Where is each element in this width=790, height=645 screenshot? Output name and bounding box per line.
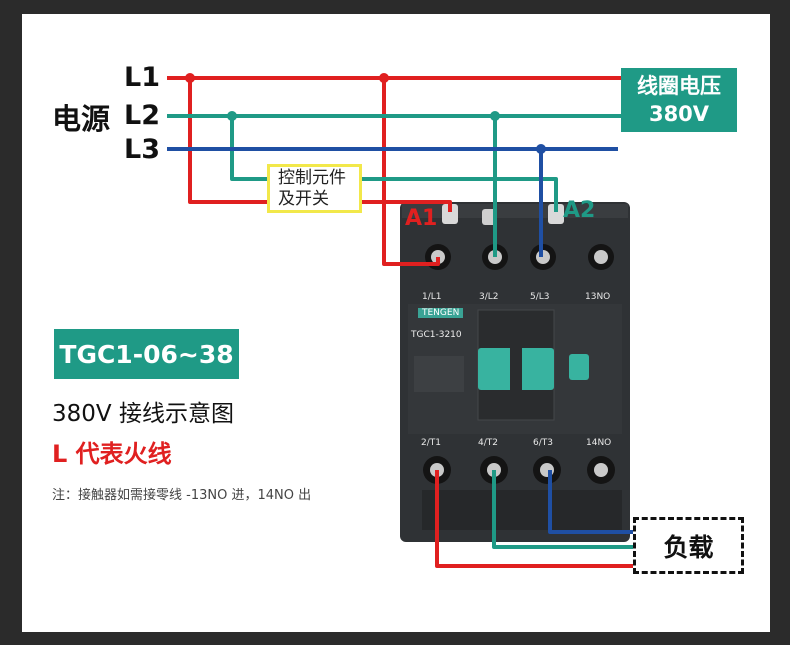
coil-voltage-box: 线圈电压 380V	[621, 68, 737, 132]
coil-terminal-a2: A2	[563, 198, 596, 223]
label-plate	[414, 356, 464, 392]
wire-t2-load	[492, 470, 633, 549]
line-label-l1: L1	[124, 62, 160, 93]
junctions	[185, 73, 546, 154]
aux-indicator	[569, 354, 589, 380]
coil-voltage-value: 380V	[648, 102, 710, 126]
coil-voltage-title: 线圈电压	[637, 74, 721, 98]
diagram-title: 380V 接线示意图	[52, 401, 234, 427]
wire-t1-load	[435, 470, 633, 568]
line-label-l2: L2	[124, 100, 160, 131]
live-wire-note: L 代表火线	[52, 440, 172, 468]
terminal-label-13no: 13NO	[585, 292, 611, 302]
control-element-box: 控制元件 及开关	[267, 164, 362, 213]
terminal-label-1l1: 1/L1	[422, 292, 442, 302]
wiring-diagram	[167, 73, 633, 568]
control-element-line2: 及开关	[278, 188, 329, 209]
contactor-top-ridge	[402, 204, 628, 218]
terminal-label-14no: 14NO	[586, 438, 612, 448]
line-label-l3: L3	[124, 134, 160, 165]
terminal-label-2t1: 2/T1	[421, 438, 441, 448]
wire-t3-load	[548, 470, 633, 534]
neutral-wiring-note: 注：接触器如需接零线 -13NO 进，14NO 出	[52, 488, 312, 503]
terminal-label-4t2: 4/T2	[478, 438, 498, 448]
model-range-badge: TGC1-06~38	[54, 329, 239, 379]
wire-l1-main	[382, 78, 440, 266]
terminal-label-5l3: 5/L3	[530, 292, 550, 302]
terminal-label-3l2: 3/L2	[479, 292, 499, 302]
coil-terminal-a1: A1	[405, 206, 438, 231]
control-element-line1: 控制元件	[278, 167, 346, 188]
contactor-brand: TENGEN	[418, 308, 464, 318]
diagram-frame: 电源 L1 L2 L3 线圈电压 380V 控制元件 及开关 A1 A2 1/L…	[22, 14, 770, 632]
terminal-label-6t3: 6/T3	[533, 438, 553, 448]
load-box: 负载	[633, 517, 744, 574]
contactor-model: TGC1-3210	[411, 330, 462, 340]
power-label: 电源	[52, 102, 111, 136]
